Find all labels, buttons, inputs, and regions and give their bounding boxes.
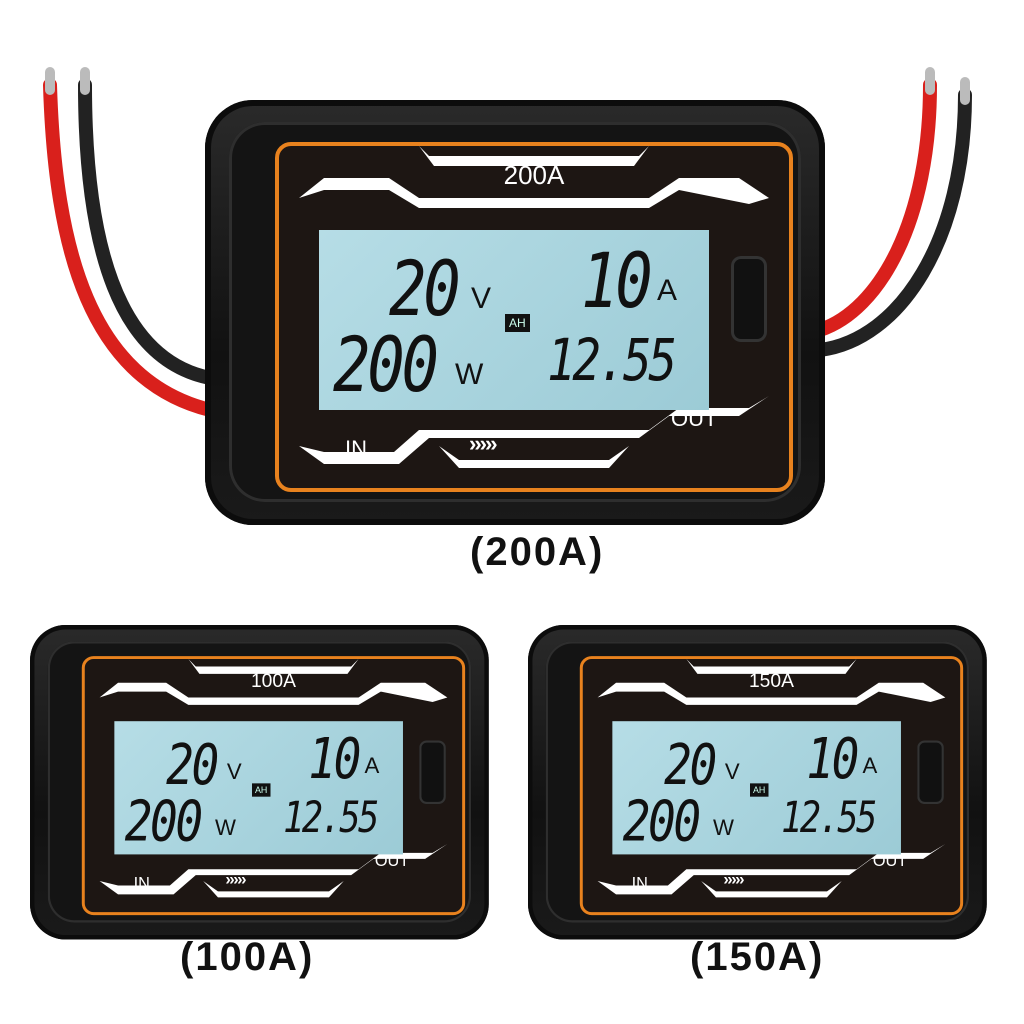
direction-arrows-icon: ››››› [723,869,744,889]
decorative-stripes [299,146,769,468]
power-meter: 100A 20 V 10 A AH 200 W 12.55 IN OUT ›››… [30,625,489,940]
power-unit: W [215,815,236,841]
power-value: 200 [333,320,439,409]
power-meter: 150A 20 V 10 A AH 200 W 12.55 IN OUT ›››… [528,625,987,940]
rating-label: 100A [250,669,296,692]
lcd-screen: 20 V 10 A AH 200 W 12.55 [612,721,901,855]
in-label: IN [631,873,648,893]
lcd-screen: 20 V 10 A AH 200 W 12.55 [319,230,709,410]
power-unit: W [455,358,484,391]
mode-button[interactable] [419,740,446,805]
capacity-value: 12.55 [283,792,379,843]
capacity-value: 12.55 [547,326,677,394]
current-value: 10 [581,236,653,325]
black-wire-left [78,78,217,385]
out-label: OUT [374,851,410,870]
red-wire-left [43,78,217,417]
ah-badge: AH [505,314,530,332]
display-frame: 100A 20 V 10 A AH 200 W 12.55 IN OUT ›››… [81,656,466,916]
power-meter: 200A 20 V 10 A AH 200 W 12.55 IN OUT ›››… [205,100,825,525]
current-unit: A [862,753,878,779]
ah-badge: AH [252,783,271,797]
out-label: OUT [671,406,718,431]
power-value: 200 [124,787,203,854]
current-value: 10 [308,725,361,792]
direction-arrows-icon: ››››› [469,431,498,456]
decorative-stripes [99,659,448,898]
voltage-value: 20 [166,731,219,798]
voltage-unit: V [226,759,242,785]
lcd-screen: 20 V 10 A AH 200 W 12.55 [114,721,403,855]
voltage-unit: V [724,759,740,785]
decorative-stripes [597,659,946,898]
voltage-value: 20 [664,731,717,798]
red-wire-right [813,78,937,337]
voltage-value: 20 [389,244,461,333]
rating-label: 200A [503,160,565,190]
in-label: IN [133,873,150,893]
power-value: 200 [622,787,701,854]
voltage-unit: V [471,282,492,315]
direction-arrows-icon: ››››› [225,869,246,889]
power-unit: W [713,815,734,841]
capacity-value: 12.55 [781,792,877,843]
in-label: IN [345,436,367,461]
black-wire-right [813,88,972,357]
current-value: 10 [806,725,859,792]
mode-button[interactable] [731,256,767,342]
mode-button[interactable] [917,740,944,805]
current-unit: A [657,274,678,307]
rating-label: 150A [748,669,794,692]
out-label: OUT [872,851,908,870]
display-frame: 150A 20 V 10 A AH 200 W 12.55 IN OUT ›››… [579,656,964,916]
ah-badge: AH [750,783,769,797]
model-caption: (100A) [180,935,315,979]
model-caption: (200A) [470,530,605,574]
model-caption: (150A) [690,935,825,979]
current-unit: A [364,753,380,779]
display-frame: 200A 20 V 10 A AH 200 W 12.55 IN OUT ›››… [275,142,793,492]
